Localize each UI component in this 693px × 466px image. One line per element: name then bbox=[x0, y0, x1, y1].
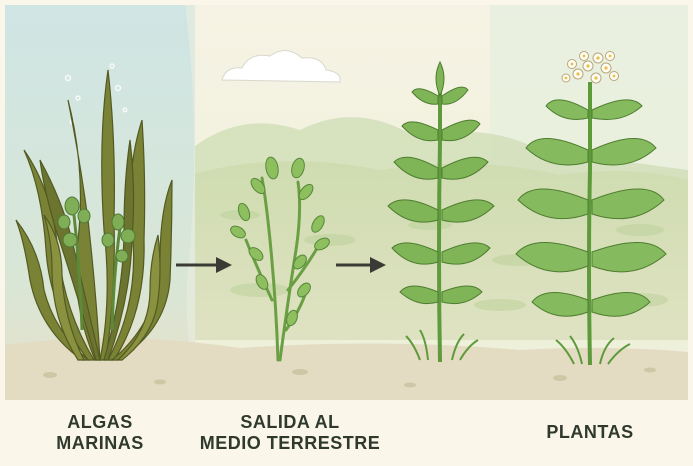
caption-transition: SALIDA AL MEDIO TERRESTRE bbox=[190, 412, 390, 454]
caption-transition-line-1: SALIDA AL bbox=[190, 412, 390, 433]
caption-algae-line-2: MARINAS bbox=[20, 433, 180, 454]
caption-algae-line-1: ALGAS bbox=[20, 412, 180, 433]
caption-algae: ALGAS MARINAS bbox=[20, 412, 180, 454]
caption-plants: PLANTAS bbox=[510, 422, 670, 443]
caption-plants-line-1: PLANTAS bbox=[510, 422, 670, 443]
caption-transition-line-2: MEDIO TERRESTRE bbox=[190, 433, 390, 454]
